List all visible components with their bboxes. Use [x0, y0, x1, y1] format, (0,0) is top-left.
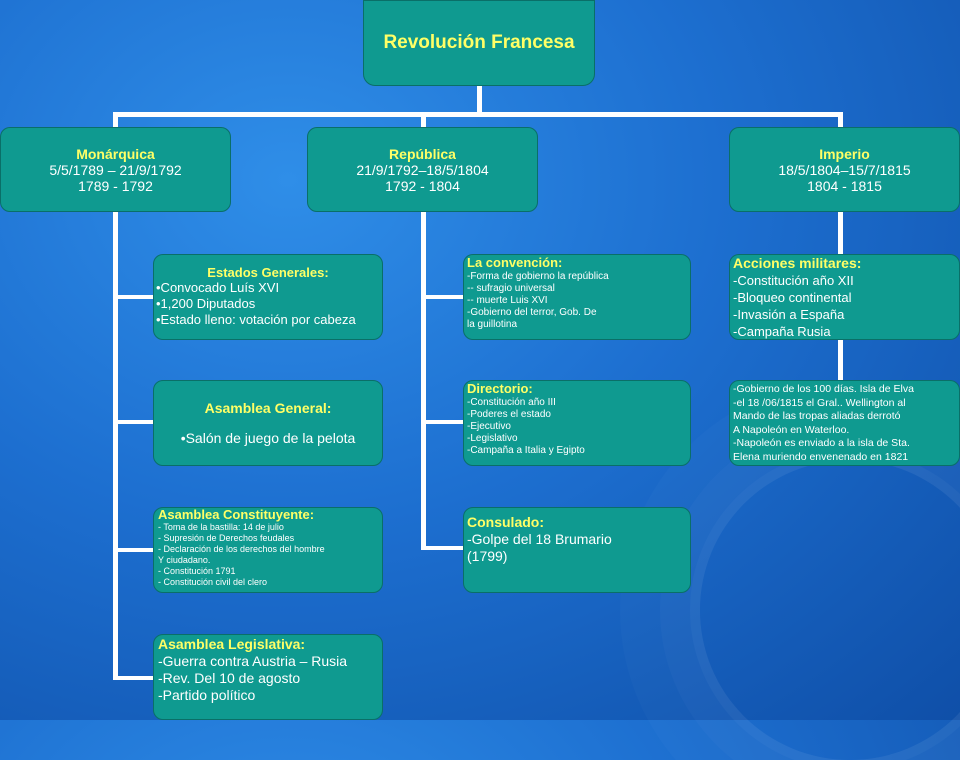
connector-monarquica-trunk	[113, 210, 118, 680]
convencion-item: la guillotina	[467, 319, 518, 330]
convencion-item: -- muerte Luis XVI	[467, 295, 548, 306]
connector-to-republica	[421, 112, 426, 128]
monarquica-dates: 5/5/1789 – 21/9/1792	[49, 161, 182, 178]
connector-estados	[113, 295, 153, 299]
connector-convencion	[421, 295, 463, 299]
root-title: Revolución Francesa	[383, 32, 575, 53]
consulado-title: Consulado:	[467, 514, 544, 530]
republica-dates: 21/9/1792–18/5/1804	[356, 161, 489, 178]
republica-years: 1792 - 1804	[385, 177, 460, 194]
estados-generales-item: •Convocado Luís XVI	[156, 280, 280, 295]
directorio-title: Directorio:	[467, 381, 533, 396]
asamblea-constituyente-item: - Toma de la bastilla: 14 de julio	[158, 522, 284, 532]
connector-to-monarquica	[113, 112, 118, 128]
asamblea-legislativa-item: -Partido político	[158, 687, 256, 703]
gobierno-100-dias-list: -Gobierno de los 100 días. Isla de Elva …	[733, 383, 956, 464]
asamblea-general-title: Asamblea General:	[204, 400, 332, 416]
asamblea-legislativa-item: -Guerra contra Austria – Rusia	[158, 653, 348, 669]
estados-generales-item: •1,200 Diputados	[156, 296, 256, 311]
consulado-item: (1799)	[467, 548, 508, 564]
gobierno-100-dias-item: Mando de las tropas aliadas derrotó	[733, 410, 901, 422]
connector-asamblea-constituyente	[113, 548, 153, 552]
node-imperio: Imperio 18/5/1804–15/7/1815 1804 - 1815	[729, 127, 960, 212]
connector-horizontal-top	[113, 112, 842, 117]
node-republica: República 21/9/1792–18/5/1804 1792 - 180…	[307, 127, 538, 212]
asamblea-constituyente-item: - Declaración de los derechos del hombre	[158, 544, 325, 554]
asamblea-constituyente-item: - Constitución civil del clero	[158, 577, 268, 587]
consulado-list: -Golpe del 18 Brumario (1799)	[467, 531, 687, 565]
gobierno-100-dias-item: -Napoleón es enviado a la isla de Sta.	[733, 437, 910, 449]
node-directorio: Directorio: -Constitución año III -Poder…	[463, 380, 691, 466]
connector-asamblea-legislativa	[113, 676, 153, 680]
monarquica-years: 1789 - 1792	[78, 177, 153, 194]
asamblea-constituyente-title: Asamblea Constituyente:	[158, 507, 315, 522]
directorio-list: -Constitución año III -Poderes el estado…	[467, 397, 687, 457]
directorio-item: -Legislativo	[467, 433, 518, 444]
connector-asamblea-general	[113, 420, 153, 424]
connector-to-imperio	[838, 112, 843, 128]
convencion-item: -Gobierno del terror, Gob. De	[467, 307, 597, 318]
acciones-militares-item: -Bloqueo continental	[733, 290, 852, 305]
acciones-militares-title: Acciones militares:	[733, 255, 862, 271]
convencion-list: -Forma de gobierno la república -- sufra…	[467, 271, 687, 331]
estados-generales-item: •Estado lleno: votación por cabeza	[156, 312, 356, 327]
acciones-militares-item: -Campaña Rusia	[733, 324, 831, 339]
consulado-item: -Golpe del 18 Brumario	[467, 531, 612, 547]
root-node: Revolución Francesa	[363, 0, 595, 86]
imperio-title: Imperio	[819, 145, 870, 162]
node-estados-generales: Estados Generales: •Convocado Luís XVI •…	[153, 254, 383, 340]
connector-root-down	[477, 84, 482, 114]
connector-directorio	[421, 420, 463, 424]
directorio-item: -Constitución año III	[467, 397, 556, 408]
directorio-item: -Poderes el estado	[467, 409, 551, 420]
background-ripples-decoration	[700, 460, 960, 760]
estados-generales-list: •Convocado Luís XVI •1,200 Diputados •Es…	[156, 280, 380, 328]
asamblea-constituyente-item: Y ciudadano.	[158, 555, 211, 565]
asamblea-constituyente-list: - Toma de la bastilla: 14 de julio - Sup…	[158, 522, 378, 588]
asamblea-constituyente-item: - Constitución 1791	[158, 566, 236, 576]
node-asamblea-general: Asamblea General: •Salón de juego de la …	[153, 380, 383, 466]
connector-consulado	[421, 546, 463, 550]
gobierno-100-dias-item: -Gobierno de los 100 días. Isla de Elva	[733, 383, 914, 395]
node-asamblea-legislativa: Asamblea Legislativa: -Guerra contra Aus…	[153, 634, 383, 720]
acciones-militares-item: -Invasión a España	[733, 307, 845, 322]
imperio-dates: 18/5/1804–15/7/1815	[778, 161, 911, 178]
acciones-militares-list: -Constitución año XII -Bloqueo continent…	[733, 272, 956, 339]
republica-title: República	[389, 145, 456, 162]
asamblea-general-item: •Salón de juego de la pelota	[180, 430, 356, 446]
imperio-years: 1804 - 1815	[807, 177, 882, 194]
estados-generales-title: Estados Generales:	[207, 265, 329, 280]
asamblea-legislativa-list: -Guerra contra Austria – Rusia -Rev. Del…	[158, 653, 378, 704]
acciones-militares-item: -Constitución año XII	[733, 273, 854, 288]
node-monarquica: Monárquica 5/5/1789 – 21/9/1792 1789 - 1…	[0, 127, 231, 212]
gobierno-100-dias-item: -el 18 /06/1815 el Gral.. Wellington al	[733, 396, 906, 409]
convencion-item: -Forma de gobierno la república	[467, 271, 609, 282]
node-acciones-militares: Acciones militares: -Constitución año XI…	[729, 254, 960, 340]
asamblea-constituyente-item: - Supresión de Derechos feudales	[158, 533, 295, 543]
convencion-item: -- sufragio universal	[467, 283, 555, 294]
convencion-title: La convención:	[467, 255, 563, 270]
node-convencion: La convención: -Forma de gobierno la rep…	[463, 254, 691, 340]
gobierno-100-dias-item: Elena muriendo envenenado en 1821	[733, 450, 909, 463]
node-asamblea-constituyente: Asamblea Constituyente: - Toma de la bas…	[153, 507, 383, 593]
directorio-item: -Campaña a Italia y Egipto	[467, 445, 585, 456]
node-gobierno-100-dias: -Gobierno de los 100 días. Isla de Elva …	[729, 380, 960, 466]
asamblea-legislativa-title: Asamblea Legislativa:	[158, 636, 306, 652]
directorio-item: -Ejecutivo	[467, 421, 511, 432]
asamblea-legislativa-item: -Rev. Del 10 de agosto	[158, 670, 301, 686]
gobierno-100-dias-item: A Napoleón en Waterloo.	[733, 423, 850, 436]
connector-republica-trunk	[421, 210, 426, 550]
node-consulado: Consulado: -Golpe del 18 Brumario (1799)	[463, 507, 691, 593]
monarquica-title: Monárquica	[76, 145, 155, 162]
